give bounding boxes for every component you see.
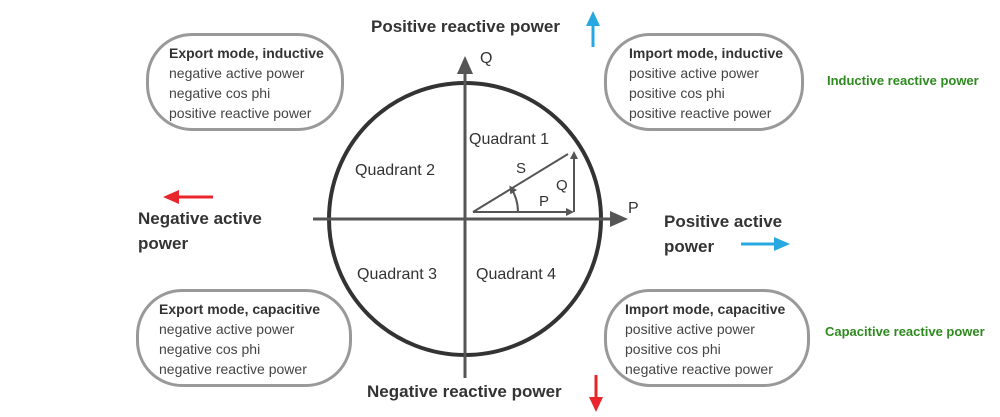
box-line: negative active power (159, 321, 295, 337)
q-vector-label: Q (556, 177, 568, 194)
import-capacitive-box: Import mode, capacitive positive active … (604, 289, 810, 387)
phase-angle-arc (509, 185, 519, 213)
negative-active-arrow (163, 190, 213, 204)
negative-active-power-heading-line2: power (138, 234, 189, 253)
box-line: positive reactive power (169, 105, 312, 121)
q-axis-label: Q (480, 50, 493, 67)
box-line: negative active power (169, 65, 305, 81)
positive-reactive-power-heading: Positive reactive power (371, 17, 560, 36)
box-line: positive cos phi (625, 341, 721, 357)
positive-active-power-heading-line2: power (664, 237, 715, 256)
p-axis-label: P (628, 200, 639, 217)
inductive-reactive-power-label: Inductive reactive power (827, 73, 979, 88)
positive-reactive-arrow (586, 11, 600, 47)
box-line: positive active power (625, 321, 755, 337)
negative-active-power-heading-line1: Negative active (138, 209, 262, 228)
export-inductive-box: Export mode, inductive negative active p… (146, 33, 344, 131)
box-line: positive reactive power (629, 105, 772, 121)
p-vector-label: P (539, 193, 550, 210)
p-axis (313, 211, 628, 227)
s-vector-label: S (516, 160, 527, 177)
quadrant-4-label: Quadrant 4 (476, 266, 557, 283)
quadrant-2-label: Quadrant 2 (355, 162, 436, 179)
negative-reactive-arrow (589, 375, 603, 412)
capacitive-reactive-power-label: Capacitive reactive power (825, 324, 985, 339)
quadrant-3-label: Quadrant 3 (357, 266, 438, 283)
box-line: negative cos phi (169, 85, 271, 101)
s-vector (472, 153, 569, 213)
box-line: positive cos phi (629, 85, 725, 101)
box-title: Import mode, capacitive (625, 301, 786, 317)
box-title: Import mode, inductive (629, 45, 784, 61)
box-title: Export mode, inductive (169, 45, 324, 61)
q-axis (457, 56, 473, 378)
import-inductive-box: Import mode, inductive positive active p… (604, 33, 804, 131)
box-title: Export mode, capacitive (159, 301, 321, 317)
box-line: negative cos phi (159, 341, 261, 357)
positive-active-power-heading-line1: Positive active (664, 212, 783, 231)
box-line: negative reactive power (625, 361, 773, 377)
export-capacitive-box: Export mode, capacitive negative active … (136, 289, 352, 387)
positive-active-arrow (741, 237, 790, 251)
quadrant-1-label: Quadrant 1 (469, 131, 550, 148)
box-line: positive active power (629, 65, 759, 81)
negative-reactive-power-heading: Negative reactive power (367, 382, 562, 401)
box-line: negative reactive power (159, 361, 307, 377)
